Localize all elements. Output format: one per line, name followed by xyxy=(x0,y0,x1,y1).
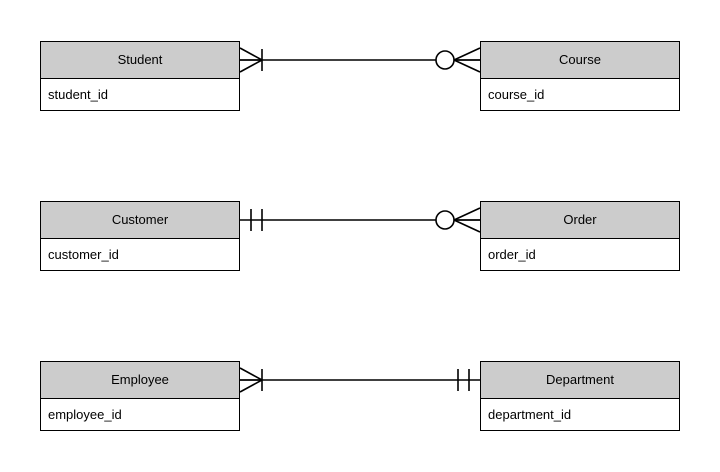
connector-student-course[interactable] xyxy=(239,41,481,113)
relationship-customer-order: Customer customer_id Order order_id xyxy=(0,201,720,273)
entity-customer-title: Customer xyxy=(41,202,239,239)
cardinality-right-zero-or-many xyxy=(435,47,481,73)
entity-order-attribute-order_id: order_id xyxy=(481,239,679,270)
relationship-employee-department: Employee employee_id Department departme… xyxy=(0,361,720,433)
cardinality-left-exactly-one xyxy=(250,209,263,231)
entity-employee-title: Employee xyxy=(41,362,239,399)
entity-department-title: Department xyxy=(481,362,679,399)
entity-department[interactable]: Department department_id xyxy=(480,361,680,431)
relationship-student-course: Student student_id Course course_id xyxy=(0,41,720,113)
entity-student[interactable]: Student student_id xyxy=(40,41,240,111)
cardinality-right-exactly-one xyxy=(457,369,470,391)
entity-department-attribute-department_id: department_id xyxy=(481,399,679,430)
entity-course-attribute-course_id: course_id xyxy=(481,79,679,110)
entity-course[interactable]: Course course_id xyxy=(480,41,680,111)
cardinality-left-one-or-many xyxy=(239,47,263,73)
cardinality-left-one-or-many xyxy=(239,367,263,393)
entity-employee-attribute-employee_id: employee_id xyxy=(41,399,239,430)
connector-employee-department[interactable] xyxy=(239,361,480,433)
entity-order[interactable]: Order order_id xyxy=(480,201,680,271)
entity-customer-attribute-customer_id: customer_id xyxy=(41,239,239,270)
entity-customer[interactable]: Customer customer_id xyxy=(40,201,240,271)
cardinality-right-zero-or-many xyxy=(435,207,481,233)
entity-employee[interactable]: Employee employee_id xyxy=(40,361,240,431)
entity-student-title: Student xyxy=(41,42,239,79)
connector-customer-order[interactable] xyxy=(240,201,481,273)
entity-course-title: Course xyxy=(481,42,679,79)
entity-student-attribute-student_id: student_id xyxy=(41,79,239,110)
entity-order-title: Order xyxy=(481,202,679,239)
